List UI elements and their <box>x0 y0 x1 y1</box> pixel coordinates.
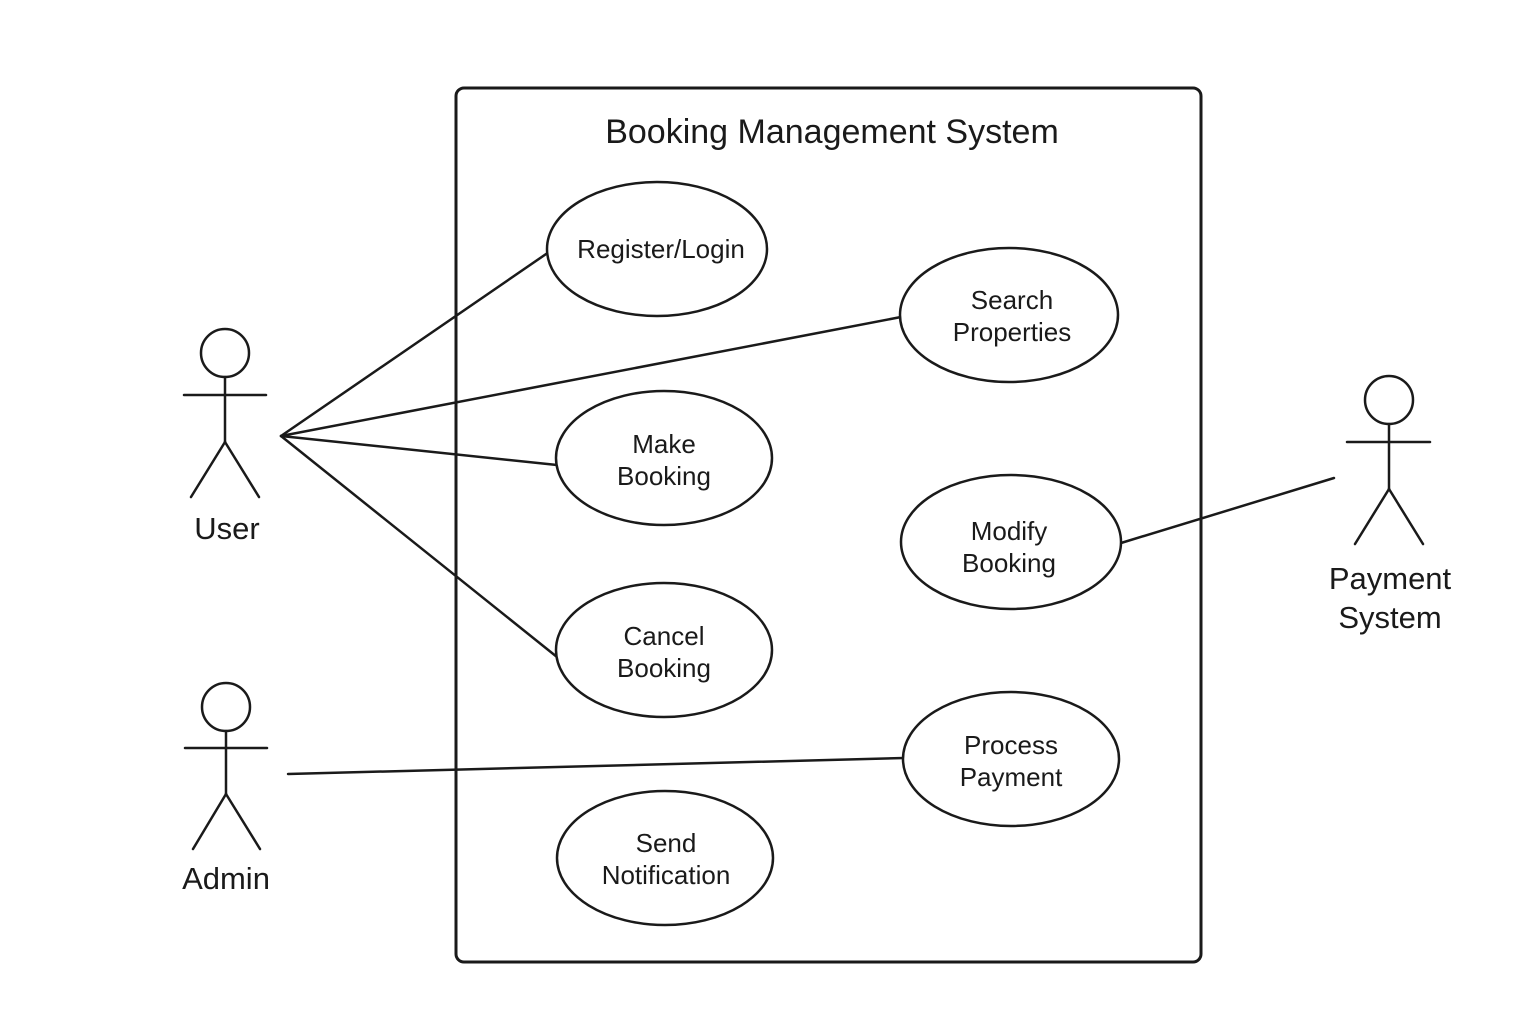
association-user-register-login <box>279 250 551 438</box>
use-case-label: Register/Login <box>577 234 745 264</box>
use-case-label-line1: Send <box>636 828 697 858</box>
actor-label: User <box>194 511 259 546</box>
use-case-ellipse <box>898 246 1120 384</box>
stick-figure-icon <box>183 681 269 851</box>
actor-label: Admin <box>182 861 270 896</box>
use-case-label-line2: Booking <box>962 548 1056 578</box>
use-case-process-payment[interactable]: Process Payment <box>901 690 1121 828</box>
use-case-label-line1: Make <box>632 429 696 459</box>
use-case-make-booking[interactable]: Make Booking <box>554 389 774 527</box>
association-user-cancel-booking <box>279 434 559 659</box>
use-case-send-notification[interactable]: Send Notification <box>555 789 775 927</box>
association-user-search-properties <box>279 315 903 438</box>
actor-label-line1: Payment <box>1329 561 1452 596</box>
use-case-cancel-booking[interactable]: Cancel Booking <box>554 581 774 719</box>
use-case-label-line2: Notification <box>602 860 731 890</box>
use-case-register-login[interactable]: Register/Login <box>545 180 769 318</box>
use-case-ellipse <box>554 581 774 719</box>
actor-user[interactable]: User <box>182 327 268 546</box>
use-case-ellipse <box>555 789 775 927</box>
stick-figure-icon <box>1345 374 1432 546</box>
use-case-label-line2: Booking <box>617 653 711 683</box>
use-case-label-line1: Process <box>964 730 1058 760</box>
use-case-search-properties[interactable]: Search Properties <box>898 246 1120 384</box>
use-case-ellipse <box>899 473 1123 611</box>
use-case-label-line2: Properties <box>953 317 1072 347</box>
use-case-label-line1: Search <box>971 285 1053 315</box>
system-title: Booking Management System <box>605 113 1059 151</box>
actor-admin[interactable]: Admin <box>182 681 270 896</box>
stick-figure-icon <box>182 327 268 499</box>
use-case-ellipse <box>554 389 774 527</box>
association-user-make-booking <box>279 434 559 467</box>
use-case-label-line2: Payment <box>960 762 1063 792</box>
use-case-label-line1: Modify <box>971 516 1048 546</box>
actor-label-line2: System <box>1338 600 1441 635</box>
actor-payment-system[interactable]: Payment System <box>1329 374 1452 635</box>
use-case-ellipse <box>545 180 769 318</box>
use-case-modify-booking[interactable]: Modify Booking <box>899 473 1123 611</box>
association-admin-process-payment <box>286 756 906 776</box>
use-case-ellipse <box>901 690 1121 828</box>
use-case-label-line2: Booking <box>617 461 711 491</box>
association-payment-system-modify-booking <box>1119 476 1336 545</box>
use-case-label-line1: Cancel <box>624 621 705 651</box>
